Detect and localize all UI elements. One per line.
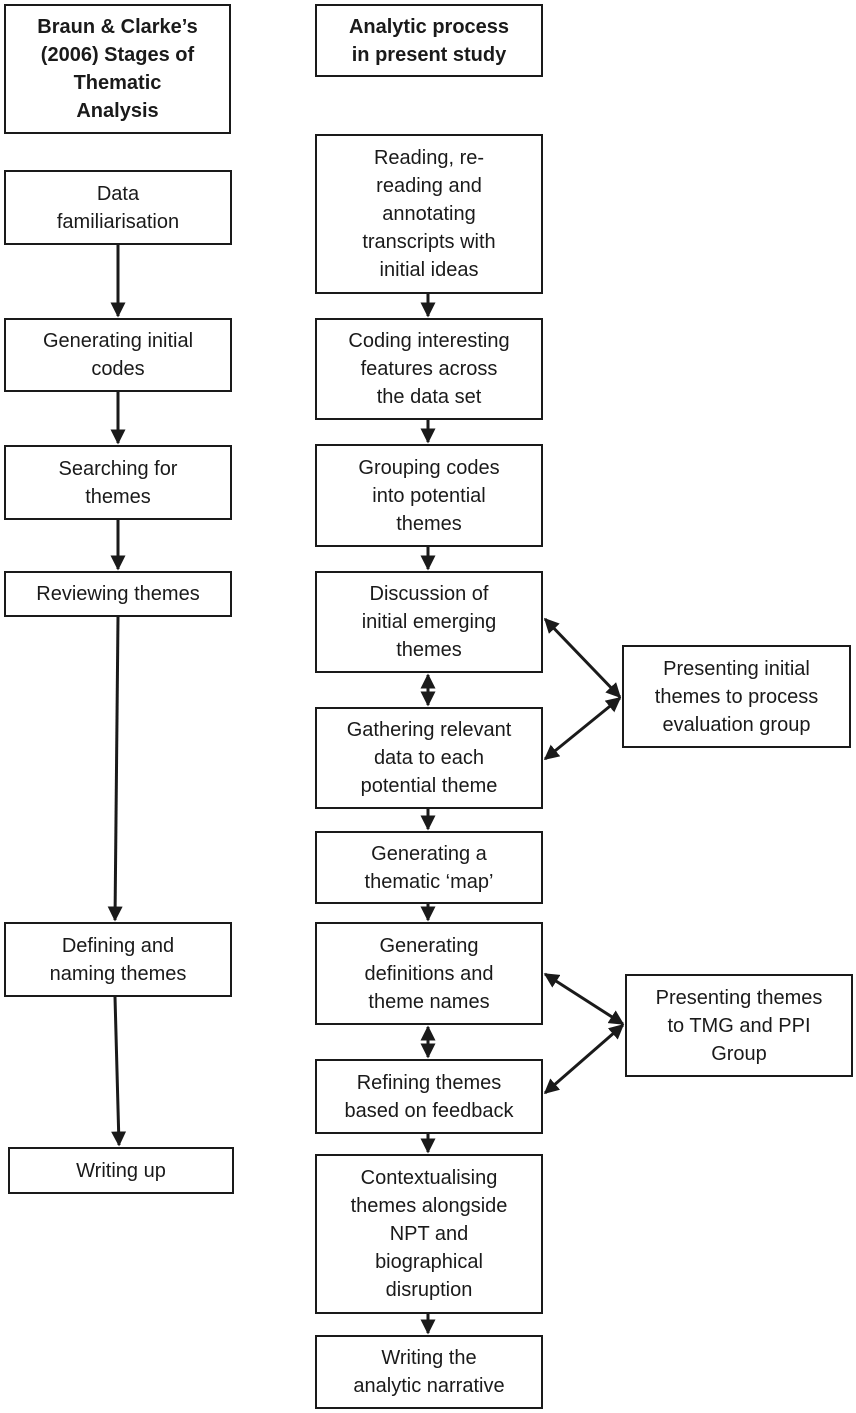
arrow-left-4 xyxy=(107,616,123,922)
side-tmg-ppi-group: Presenting themes to TMG and PPI Group xyxy=(625,974,853,1077)
right-column-header: Analytic process in present study xyxy=(315,4,543,77)
arrow-side-discussion xyxy=(543,617,622,699)
step-writing-narrative: Writing the analytic narrative xyxy=(315,1335,543,1409)
step-reading-annotating: Reading, re- reading and annotating tran… xyxy=(315,134,543,294)
left-column-header: Braun & Clarke’s (2006) Stages of Themat… xyxy=(4,4,231,134)
step-discussion-initial-themes: Discussion of initial emerging themes xyxy=(315,571,543,673)
stage-generating-initial-codes: Generating initial codes xyxy=(4,318,232,392)
arrow-side-gathering xyxy=(543,696,622,761)
side-process-evaluation-group: Presenting initial themes to process eva… xyxy=(622,645,851,748)
step-refining-themes: Refining themes based on feedback xyxy=(315,1059,543,1134)
step-contextualising-themes: Contextualising themes alongside NPT and… xyxy=(315,1154,543,1314)
stage-searching-for-themes: Searching for themes xyxy=(4,445,232,520)
stage-writing-up: Writing up xyxy=(8,1147,234,1194)
stage-reviewing-themes: Reviewing themes xyxy=(4,571,232,617)
step-coding-features: Coding interesting features across the d… xyxy=(315,318,543,420)
step-gathering-data: Gathering relevant data to each potentia… xyxy=(315,707,543,809)
step-grouping-codes: Grouping codes into potential themes xyxy=(315,444,543,547)
stage-defining-naming-themes: Defining and naming themes xyxy=(4,922,232,997)
stage-data-familiarisation: Data familiarisation xyxy=(4,170,232,245)
arrow-left-5 xyxy=(111,996,127,1147)
arrow-side-refining xyxy=(543,1023,625,1095)
arrow-side-definitions xyxy=(543,972,625,1026)
step-definitions-names: Generating definitions and theme names xyxy=(315,922,543,1025)
step-thematic-map: Generating a thematic ‘map’ xyxy=(315,831,543,904)
